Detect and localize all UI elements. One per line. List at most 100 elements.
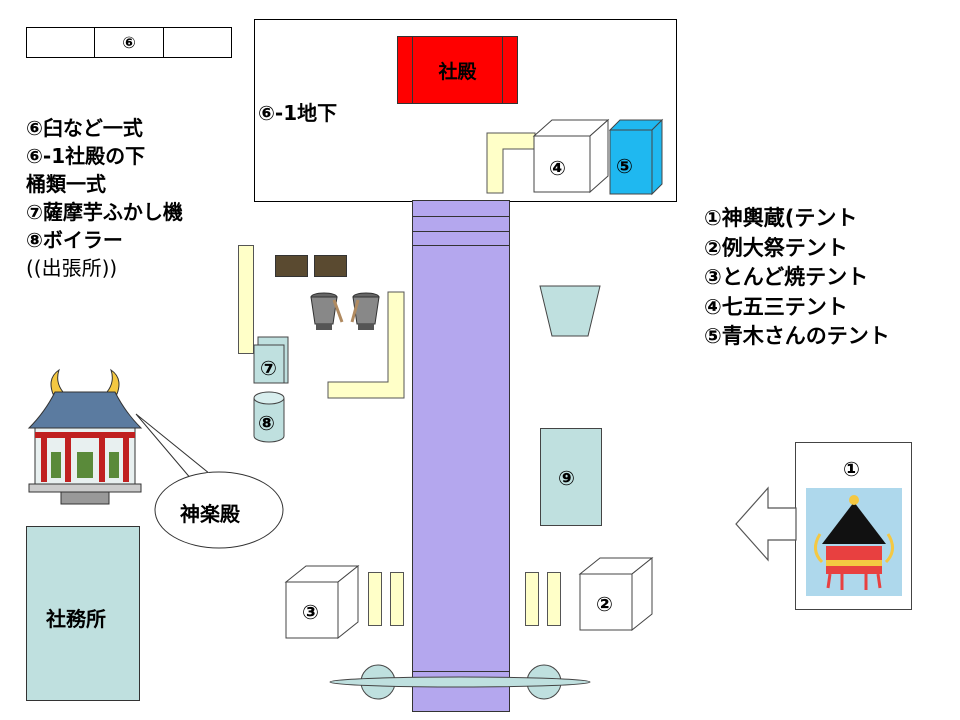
mortar-icon bbox=[310, 292, 344, 330]
kagura-callout-tail-cover bbox=[189, 472, 210, 482]
mikoshi-icon-tassel bbox=[826, 573, 882, 590]
kagura-den-panel bbox=[77, 452, 93, 478]
brown-box-2 bbox=[314, 255, 347, 277]
bench-bar bbox=[368, 572, 382, 626]
mikoshi-icon-roof bbox=[822, 502, 886, 544]
kagura-den-roof bbox=[27, 391, 143, 429]
top-left-box: ⑥ bbox=[26, 27, 232, 58]
kagura-den-pillar bbox=[99, 438, 105, 482]
item-8-cylinder bbox=[253, 391, 285, 443]
gate-crossbar bbox=[329, 676, 591, 688]
tent-2-label: ② bbox=[596, 592, 613, 616]
main-shrine-line-right bbox=[502, 37, 503, 103]
item-8-cylinder-top bbox=[253, 391, 285, 405]
tent-3-cube bbox=[284, 564, 360, 640]
brown-box-1 bbox=[275, 255, 308, 277]
office-label: 社務所 bbox=[46, 607, 106, 631]
bench-bar bbox=[525, 572, 539, 626]
kagura-den-panel bbox=[51, 452, 61, 478]
item-7-label: ⑦ bbox=[260, 356, 277, 380]
kagura-den-horn-left bbox=[50, 368, 64, 395]
bench-bar bbox=[390, 572, 404, 626]
item-7-box-front bbox=[253, 344, 285, 384]
legend-left-line-4: ⑦薩摩芋ふかし機 bbox=[26, 200, 183, 224]
mikoshi-icon-side-left bbox=[814, 533, 824, 564]
top-left-box-cell-2: ⑥ bbox=[95, 28, 164, 57]
item-7-box bbox=[253, 336, 289, 384]
tent-5-side bbox=[651, 118, 663, 196]
tent-1-label: ① bbox=[843, 457, 860, 481]
storage-l-shape-top-path bbox=[486, 132, 536, 194]
mortar-icon-base bbox=[316, 324, 332, 330]
kagura-den-panel bbox=[109, 452, 119, 478]
item-8-label: ⑧ bbox=[258, 411, 275, 435]
mortar-icon-body bbox=[352, 296, 380, 325]
path-line-bottom bbox=[413, 671, 509, 672]
tent-4-cube bbox=[532, 118, 610, 194]
item-9-label: ⑨ bbox=[558, 466, 575, 490]
storage-l-shape-mid bbox=[327, 291, 405, 399]
legend-left-line-6: ((出張所)) bbox=[26, 256, 118, 280]
direction-arrow-left-icon bbox=[735, 486, 797, 562]
item-9-area bbox=[540, 428, 602, 526]
tent-3-label: ③ bbox=[302, 600, 319, 624]
top-left-box-cell-1 bbox=[27, 28, 96, 57]
mortar-icon-handle bbox=[332, 299, 344, 323]
legend-right-line-1: ①神輿蔵(テント bbox=[704, 206, 858, 230]
item-8-cylinder-body bbox=[253, 398, 285, 443]
mortar-icon-base bbox=[358, 324, 374, 330]
kagura-den-pillar bbox=[65, 438, 71, 482]
legend-left-line-2: ⑥-1社殿の下 bbox=[26, 144, 146, 168]
kagura-callout-bubble bbox=[135, 413, 284, 549]
mikoshi-icon-top-ornament bbox=[849, 495, 859, 505]
path-line-3 bbox=[413, 245, 509, 246]
legend-left-line-5: ⑧ボイラー bbox=[26, 228, 123, 252]
kagura-callout-tail bbox=[135, 413, 212, 481]
trapezoid-tank-shape bbox=[539, 285, 601, 337]
main-shrine-line-left bbox=[412, 37, 413, 103]
tent-3-front bbox=[285, 581, 339, 639]
kagura-den-building bbox=[27, 368, 143, 505]
tent-2-cube bbox=[578, 556, 654, 632]
legend-left-line-3: 桶類一式 bbox=[26, 172, 106, 196]
tent-5-label: ⑤ bbox=[616, 154, 633, 178]
kagura-den-horn-right bbox=[106, 368, 120, 395]
direction-arrow-shape bbox=[735, 486, 797, 562]
legend-left: ⑥臼など一式 ⑥-1社殿の下 桶類一式 ⑦薩摩芋ふかし機 ⑧ボイラー ((出張所… bbox=[26, 114, 183, 282]
bench-bar bbox=[547, 572, 561, 626]
top-left-box-cell-3 bbox=[164, 28, 231, 57]
legend-right: ①神輿蔵(テント ②例大祭テント ③とんど焼テント ④七五三テント ⑤青木さんの… bbox=[704, 204, 890, 352]
central-approach-path bbox=[412, 200, 510, 712]
tent-4-label: ④ bbox=[549, 156, 566, 180]
tent-5-front bbox=[609, 129, 653, 195]
storage-bar-left bbox=[238, 245, 254, 354]
legend-right-line-4: ④七五三テント bbox=[704, 294, 848, 319]
basement-label: ⑥-1地下 bbox=[258, 101, 338, 125]
storage-l-shape-top bbox=[486, 132, 536, 194]
kagura-den-pillar bbox=[41, 438, 47, 482]
mikoshi-icon-side-right bbox=[884, 533, 894, 564]
tent-2-front bbox=[579, 573, 633, 631]
kagura-den-beam bbox=[35, 432, 135, 438]
storage-l-shape-mid-path bbox=[327, 291, 405, 399]
trapezoid-tank bbox=[539, 285, 601, 337]
mortar-icon-handle bbox=[350, 299, 360, 323]
office-building bbox=[26, 526, 140, 701]
legend-right-line-3: ③とんど焼テント bbox=[704, 265, 869, 289]
mikoshi-icon-band bbox=[826, 560, 882, 566]
kagura-callout-label: 神楽殿 bbox=[180, 502, 240, 526]
legend-left-line-1: ⑥臼など一式 bbox=[26, 116, 143, 140]
main-shrine: 社殿 bbox=[397, 36, 518, 104]
path-line-2 bbox=[413, 231, 509, 232]
gate-base bbox=[329, 664, 591, 700]
mortar-icon-body bbox=[310, 296, 338, 325]
kagura-den-pillar bbox=[123, 438, 129, 482]
legend-right-line-2: ②例大祭テント bbox=[704, 235, 848, 260]
tent-4-front bbox=[533, 135, 591, 193]
tent-5-cube bbox=[608, 118, 664, 196]
path-line-1 bbox=[413, 216, 509, 217]
mortar-icon bbox=[350, 292, 380, 330]
main-shrine-label: 社殿 bbox=[438, 61, 477, 83]
kagura-den-base bbox=[28, 483, 142, 493]
mikoshi-icon bbox=[806, 488, 902, 596]
